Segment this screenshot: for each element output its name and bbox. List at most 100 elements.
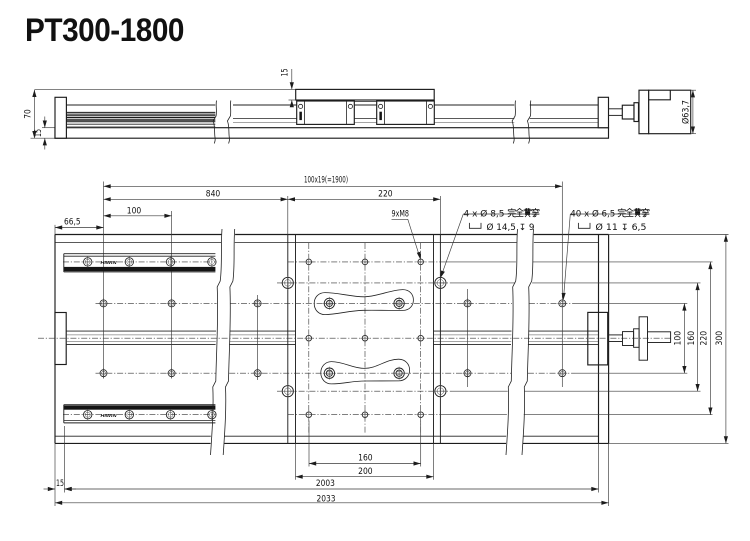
dim-arrow bbox=[413, 461, 421, 466]
dim-slot-row-spacing: 160 bbox=[687, 282, 700, 392]
carriage-tapped-hole bbox=[415, 409, 426, 420]
top-break-lines bbox=[210, 228, 534, 456]
dim-100-label: 100 bbox=[127, 206, 142, 216]
side-carriage bbox=[295, 88, 435, 125]
carriage-tapped-hole bbox=[303, 409, 314, 420]
dimensions-right: 100 160 220 300 bbox=[674, 234, 728, 444]
base-mounting-hole bbox=[556, 297, 568, 309]
label-4x-counterbore: Ø 14,5 ↧ 9 bbox=[487, 222, 535, 233]
base-mounting-hole bbox=[556, 367, 568, 379]
dim-motor-dia-label: Ø63,7 bbox=[680, 100, 691, 124]
dim-base-width: 300 bbox=[715, 234, 728, 444]
dim-plate-length: 200 bbox=[295, 467, 434, 479]
dim-arrow bbox=[55, 225, 63, 230]
side-motor-connector bbox=[648, 90, 671, 101]
saddle-counterbore-hole bbox=[280, 275, 296, 291]
dim-arrow bbox=[309, 461, 317, 466]
dim-arrow bbox=[433, 197, 441, 202]
carriage-tapped-hole bbox=[360, 333, 370, 344]
side-carriage-plate bbox=[295, 88, 435, 101]
side-left-end-block bbox=[54, 96, 67, 139]
kidney-slot-upper bbox=[313, 289, 414, 316]
dim-arrow bbox=[103, 213, 111, 218]
slot-bolt bbox=[322, 366, 337, 381]
dim-motor-diameter: Ø63,7 bbox=[680, 89, 696, 135]
saddle-counterbore-hole bbox=[280, 383, 296, 399]
dim-saddle-length: 220 bbox=[287, 190, 441, 202]
top-screw bbox=[66, 330, 599, 346]
base-mounting-hole bbox=[462, 297, 473, 309]
dim-arrow bbox=[295, 474, 303, 479]
dim-arrow bbox=[682, 303, 687, 311]
dim-300-label: 300 bbox=[715, 331, 725, 346]
top-coupling bbox=[587, 311, 672, 366]
rail-brand-bottom: HIWIN bbox=[101, 413, 118, 418]
dim-1900-label: 100x19(=1900) bbox=[304, 175, 348, 185]
dim-arrow bbox=[690, 90, 695, 98]
side-guide-block-2 bbox=[376, 100, 435, 125]
side-rail-screw-left bbox=[66, 104, 216, 127]
carriage-tapped-hole bbox=[360, 409, 370, 420]
carriage-tapped-hole bbox=[415, 256, 426, 267]
dim-160R-label: 160 bbox=[687, 331, 697, 346]
top-view: HIWIN HIWIN bbox=[38, 181, 729, 506]
carriage-tapped-hole bbox=[303, 333, 314, 344]
side-guide-block-1 bbox=[296, 100, 355, 125]
dim-2033-label: 2033 bbox=[317, 494, 336, 504]
dim-rail-spacing: 220 bbox=[700, 261, 713, 415]
label-40x-cjk: 完全貫穿 bbox=[617, 207, 650, 218]
dim-arrow bbox=[708, 407, 713, 415]
dim-arrow bbox=[591, 486, 599, 492]
dim-220-label: 220 bbox=[378, 190, 393, 200]
dim-arrow bbox=[280, 197, 288, 202]
dim-arrow bbox=[690, 126, 695, 134]
break-line bbox=[505, 228, 518, 456]
center-lines bbox=[38, 243, 713, 434]
dim-mount-span: 2003 bbox=[64, 479, 599, 492]
dim-2003-label: 2003 bbox=[316, 479, 335, 489]
side-motor-flange bbox=[638, 89, 650, 135]
side-view: 70 15 15 Ø63,7 bbox=[24, 69, 696, 150]
rail-brand-top: HIWIN bbox=[101, 260, 118, 265]
dim-plate-hole-spacing: 160 bbox=[309, 454, 421, 466]
guide-rail-top: HIWIN bbox=[63, 253, 217, 273]
label-9xM8: 9xM8 bbox=[392, 209, 410, 219]
label-4x-cjk: 完全貫穿 bbox=[507, 207, 540, 218]
dim-arrow bbox=[708, 261, 713, 270]
saddle-counterbore-hole bbox=[432, 275, 448, 291]
label-40x-counterbore: Ø 11 ↧ 6,5 bbox=[596, 222, 647, 233]
dim-arrow bbox=[64, 486, 72, 492]
dim-arrow bbox=[601, 500, 609, 505]
dim-arrow bbox=[723, 436, 728, 444]
kidney-slot-lower bbox=[320, 358, 411, 385]
dim-arrow bbox=[42, 120, 47, 128]
dim-hole-pitch-total: 100x19(=1900) bbox=[103, 175, 563, 189]
saddle-counterbore-hole bbox=[432, 383, 448, 399]
dim-arrow bbox=[682, 366, 687, 374]
dim-first-hole-pitch: 100 bbox=[103, 206, 172, 218]
guide-rail-bottom: HIWIN bbox=[63, 404, 217, 424]
top-base-plate-inner-edges bbox=[55, 242, 599, 437]
base-mounting-hole bbox=[252, 297, 264, 309]
side-coupling-motor bbox=[608, 89, 692, 135]
dim-side-height: 70 bbox=[24, 89, 37, 139]
dim-arrow bbox=[695, 282, 700, 291]
side-right-bearing-block bbox=[597, 96, 610, 129]
base-mounting-hole bbox=[166, 297, 178, 309]
dim-220R-label: 220 bbox=[700, 331, 710, 346]
dim-arrow bbox=[32, 89, 37, 97]
dim-side-plate-thickness: 15 bbox=[281, 69, 296, 108]
dim-left-span: 840 bbox=[103, 190, 288, 202]
break-line bbox=[222, 228, 236, 456]
dimensions-bottom: 160 200 15 2003 2033 bbox=[43, 454, 609, 505]
dim-edge-offset: 66,5 bbox=[55, 218, 104, 230]
dim-15B-label: 15 bbox=[56, 479, 64, 489]
dim-arrow bbox=[289, 82, 294, 90]
drawing-title: PT300-1800 bbox=[25, 12, 184, 48]
side-rail-screw-right bbox=[233, 104, 599, 123]
dim-arrow bbox=[42, 138, 47, 146]
top-base-plate bbox=[54, 233, 610, 444]
carriage-tapped-hole bbox=[303, 256, 314, 267]
annotation-counterbore-b: 40 x Ø 6,5 完全貫穿 Ø 11 ↧ 6,5 bbox=[561, 207, 650, 301]
